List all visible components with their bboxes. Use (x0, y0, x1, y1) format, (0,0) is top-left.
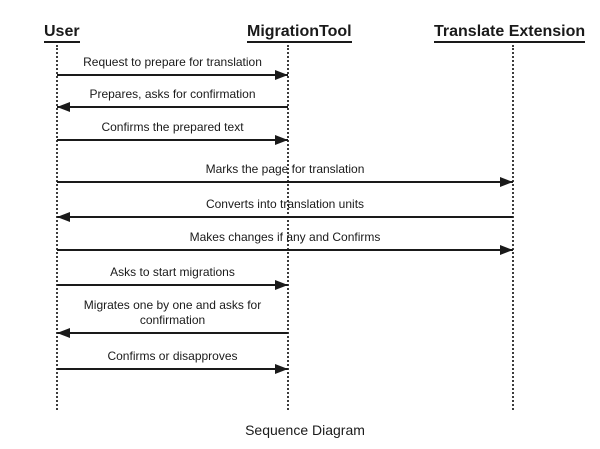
lifeline-migrationtool (287, 45, 289, 410)
message-arrow-line (57, 216, 513, 218)
message-arrow-line (57, 332, 288, 334)
message-arrow-line (57, 74, 288, 76)
message-label: Asks to start migrations (110, 265, 235, 279)
arrowhead-icon (57, 328, 70, 338)
message-arrow-line (57, 181, 513, 183)
message-label: Converts into translation units (205, 197, 365, 211)
lifeline-translate-extension (512, 45, 514, 410)
arrowhead-icon (275, 364, 288, 374)
message-label: Confirms or disapproves (107, 349, 238, 363)
message-label: Request to prepare for translation (83, 55, 262, 69)
message-label: Migrates one by one and asks for confirm… (83, 298, 262, 327)
lifeline-user (56, 45, 58, 410)
actor-translate-extension: Translate Extension (434, 23, 586, 43)
arrowhead-icon (500, 245, 513, 255)
message-label: Prepares, asks for confirmation (89, 87, 256, 101)
message-label: Confirms the prepared text (101, 120, 244, 134)
message-arrow-line (57, 284, 288, 286)
actor-user: User (44, 23, 80, 43)
diagram-caption: Sequence Diagram (245, 422, 365, 438)
message-label: Makes changes if any and Confirms (189, 230, 381, 244)
message-label: Marks the page for translation (205, 162, 365, 176)
message-arrow-line (57, 249, 513, 251)
arrowhead-icon (275, 135, 288, 145)
arrowhead-icon (57, 212, 70, 222)
actor-migrationtool: MigrationTool (247, 23, 352, 43)
message-arrow-line (57, 106, 288, 108)
message-arrow-line (57, 139, 288, 141)
arrowhead-icon (275, 70, 288, 80)
arrowhead-icon (275, 280, 288, 290)
message-arrow-line (57, 368, 288, 370)
arrowhead-icon (500, 177, 513, 187)
arrowhead-icon (57, 102, 70, 112)
